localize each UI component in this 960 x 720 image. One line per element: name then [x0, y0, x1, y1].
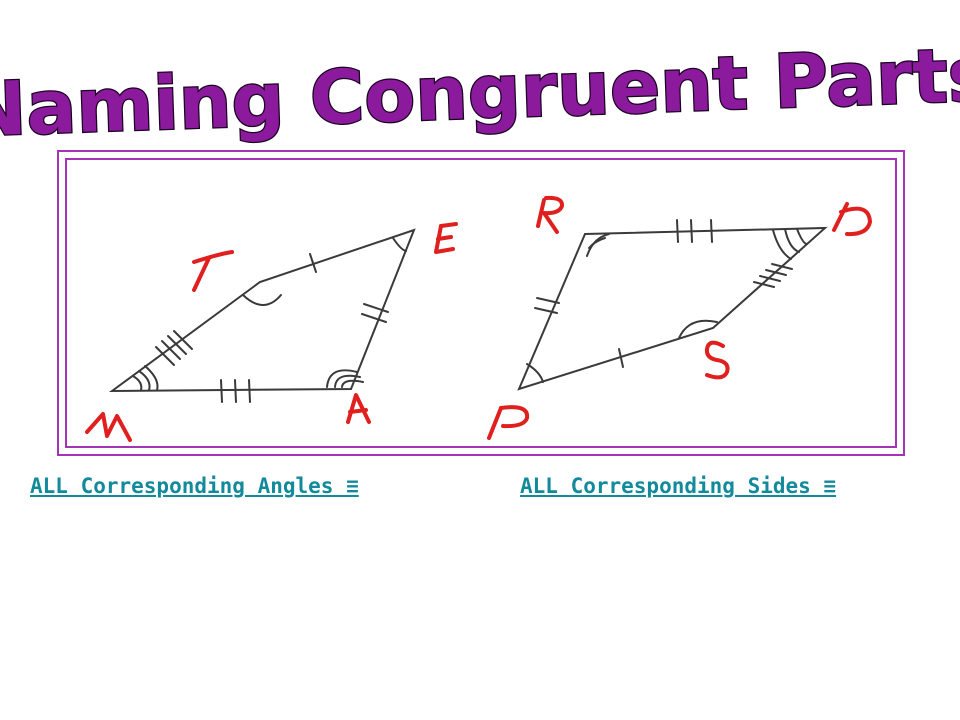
tick-sp-1	[618, 348, 624, 368]
tick-ds-4	[753, 281, 775, 288]
tick-ea-1	[363, 303, 389, 313]
tick-am-1	[220, 379, 223, 403]
angle-arc-a-1	[326, 369, 358, 388]
tick-rd-3	[710, 219, 713, 243]
tick-mt-4	[173, 330, 193, 350]
corresponding-angles-link[interactable]: ALL Corresponding Angles ≡	[30, 474, 359, 498]
tick-mt-3	[167, 335, 187, 355]
angle-arc-s	[678, 319, 718, 339]
ink-label-e	[434, 222, 458, 254]
tick-mt-2	[161, 340, 181, 360]
angle-arc-d-3	[772, 229, 792, 260]
tick-rd-1	[676, 219, 679, 243]
ink-label-t	[192, 250, 234, 292]
angle-arc-a-2	[334, 374, 361, 388]
tick-ds-2	[765, 269, 787, 276]
quadrilateral-team	[108, 228, 416, 403]
angle-arc-m-2	[138, 370, 151, 391]
angle-arc-r-2	[588, 237, 606, 249]
quadrilateral-rdsp	[517, 219, 828, 391]
ink-label-m	[85, 412, 132, 442]
ink-label-d	[832, 202, 872, 237]
corresponding-sides-link[interactable]: ALL Corresponding Sides ≡	[520, 474, 837, 498]
ink-label-s	[704, 340, 730, 380]
tick-rd-2	[690, 219, 693, 243]
figure-frame-inner	[65, 158, 897, 448]
ink-label-p	[487, 405, 530, 440]
tick-pr-1	[536, 297, 560, 304]
ink-label-a	[346, 393, 371, 424]
slide-title-graphic: Naming Congruent Parts	[0, 31, 960, 150]
tick-pr-2	[534, 307, 558, 314]
angle-arc-d-1	[796, 228, 808, 245]
tick-am-2	[234, 379, 237, 403]
congruent-quadrilaterals-figure	[85, 195, 872, 442]
slide-title: Naming Congruent Parts	[0, 32, 960, 150]
tick-ea-2	[361, 313, 387, 323]
angle-arc-t	[242, 294, 282, 306]
tick-te-1	[309, 253, 317, 273]
angle-arc-d-2	[784, 228, 800, 253]
figure-frame	[57, 150, 905, 456]
tick-ds-1	[771, 263, 793, 270]
angle-arc-a-3	[341, 379, 364, 388]
quad-team-outline	[108, 228, 416, 393]
tick-mt-1	[155, 346, 175, 366]
tick-ds-3	[759, 275, 781, 282]
angle-arc-m-3	[144, 365, 159, 391]
ink-label-r	[536, 195, 565, 234]
angle-arc-m-1	[132, 375, 143, 391]
angle-arc-e	[392, 237, 407, 252]
tick-am-3	[248, 379, 251, 403]
quad-rdsp-outline	[517, 226, 828, 391]
angle-arc-p	[526, 363, 544, 383]
